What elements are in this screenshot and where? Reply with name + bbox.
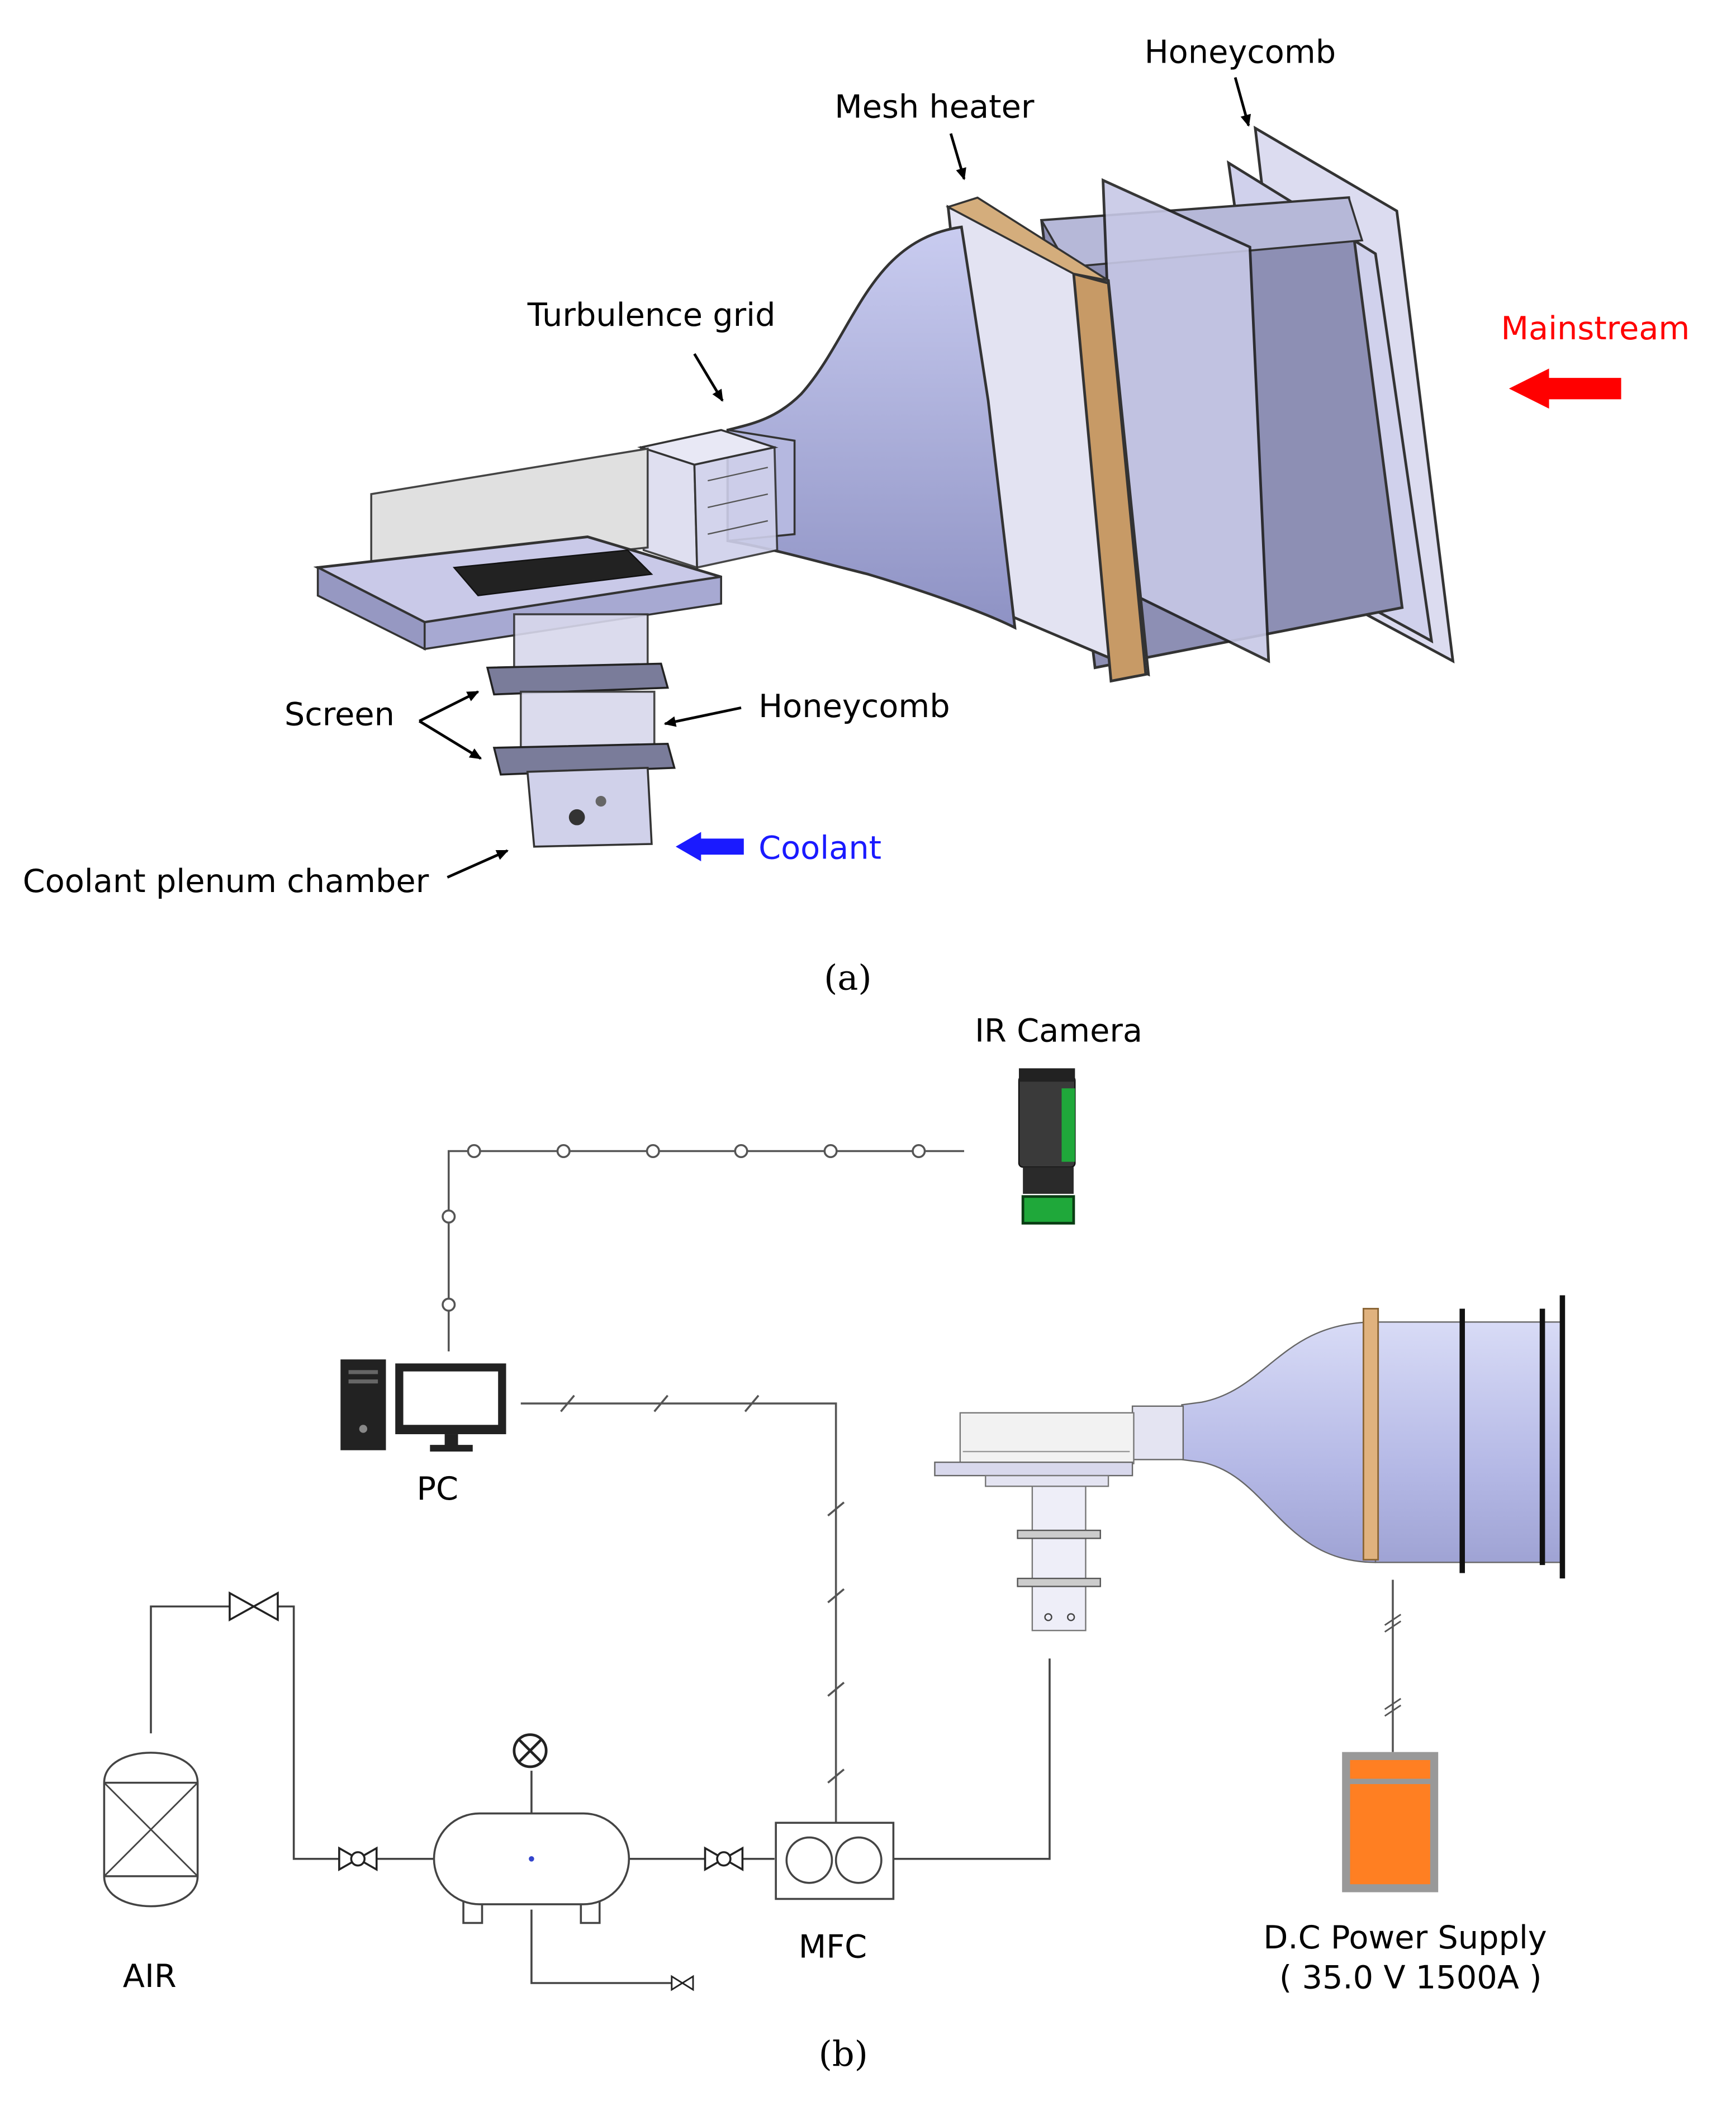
label-ir-camera: IR Camera <box>975 1012 1142 1050</box>
panel-b: IR Camera PC AIR MFC D.C Power Supply ( … <box>103 1012 1566 2074</box>
camera-cable <box>442 1144 965 1351</box>
power-cable <box>1384 1580 1402 1752</box>
label-coolant: Coolant <box>758 829 881 866</box>
label-turbulence-grid: Turbulence grid <box>527 296 776 334</box>
ball-valve-icon <box>338 1846 378 1872</box>
wind-tunnel-side-view <box>934 1295 1566 1631</box>
ir-camera-icon <box>1018 1068 1076 1225</box>
label-dc-power-spec: ( 35.0 V 1500A ) <box>1279 1959 1542 1996</box>
label-honeycomb-bottom: Honeycomb <box>758 687 950 725</box>
label-mainstream: Mainstream <box>1501 310 1690 347</box>
coolant-plenum-assembly <box>486 613 676 848</box>
label-screen: Screen <box>284 695 395 733</box>
mainstream-arrow <box>1509 368 1621 409</box>
pressure-gauge-icon <box>513 1733 548 1768</box>
label-mesh-heater: Mesh heater <box>834 88 1035 125</box>
label-pc: PC <box>416 1470 458 1507</box>
caption-a: (a) <box>824 957 872 998</box>
caption-b: (b) <box>819 2033 868 2074</box>
air-piping <box>150 1605 1051 1984</box>
pc-icon <box>340 1359 506 1452</box>
turbulence-grid-box <box>637 429 779 569</box>
label-dc-power-supply: D.C Power Supply <box>1263 1919 1547 1956</box>
coolant-arrow <box>675 832 744 862</box>
panel-a: Honeycomb Mesh heater Turbulence grid Ma… <box>23 33 1690 998</box>
label-air: AIR <box>123 1957 177 1995</box>
mfc-unit <box>775 1822 895 1900</box>
label-honeycomb-top: Honeycomb <box>1145 33 1336 70</box>
label-coolant-plenum-chamber: Coolant plenum chamber <box>23 862 429 900</box>
ball-valve-icon <box>704 1846 744 1872</box>
contraction-section <box>726 225 1017 630</box>
test-plate <box>313 535 722 651</box>
signal-line <box>520 1394 845 1823</box>
label-mfc: MFC <box>799 1928 867 1966</box>
reservoir-tank <box>433 1812 630 1924</box>
air-tank <box>103 1752 199 1908</box>
gate-valve-icon <box>229 1591 279 1622</box>
leader-arrows <box>418 77 1251 879</box>
drain-valve-icon <box>671 1975 694 1991</box>
dc-power-supply-icon <box>1342 1752 1439 1892</box>
